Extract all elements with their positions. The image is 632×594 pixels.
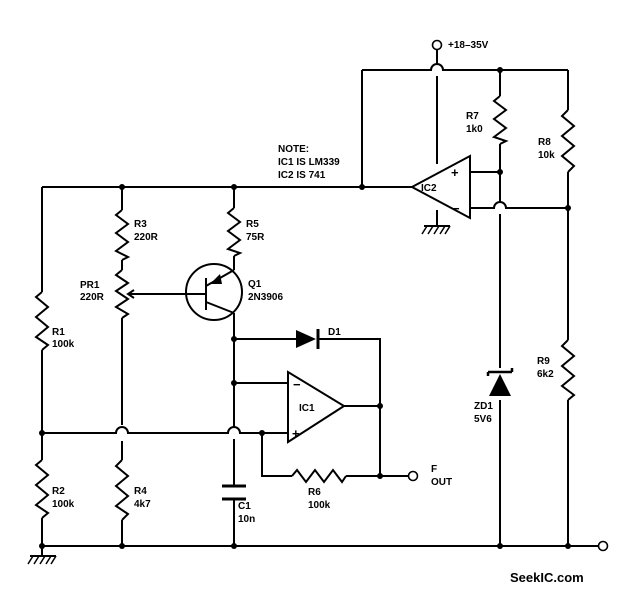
q1-name: Q1 — [248, 279, 262, 290]
r7-name: R7 — [466, 111, 479, 122]
resistor-r1-symbol — [34, 291, 50, 351]
zd1-name: ZD1 — [474, 401, 493, 412]
junction-dots — [39, 67, 571, 549]
output-label-out: OUT — [431, 477, 452, 488]
r2-name: R2 — [52, 486, 65, 497]
ic2-name: IC2 — [421, 183, 437, 194]
r5-value: 75R — [246, 232, 265, 243]
potentiometer-pr1-symbol — [114, 269, 135, 319]
pr1-value: 220R — [80, 292, 105, 303]
resistor-r7-symbol — [491, 95, 509, 145]
transistor-q1-symbol — [185, 263, 243, 321]
r6-value: 100k — [308, 500, 331, 511]
r8-value: 10k — [538, 150, 555, 161]
wires — [41, 50, 598, 547]
r6-name: R6 — [308, 487, 321, 498]
resistor-r5-symbol — [225, 207, 243, 257]
terminal-ground — [597, 540, 609, 552]
r9-value: 6k2 — [537, 369, 554, 380]
q1-value: 2N3906 — [248, 292, 283, 303]
r5-name: R5 — [246, 219, 259, 230]
resistor-r2-symbol — [34, 459, 50, 519]
ic1-name: IC1 — [299, 403, 315, 414]
resistor-r9-symbol — [560, 339, 576, 401]
opamp-ic2-symbol — [409, 154, 471, 220]
output-label-f: F — [431, 464, 437, 475]
resistor-r8-symbol — [560, 109, 576, 173]
ground-symbol-ic2 — [421, 225, 451, 235]
c1-name: C1 — [238, 501, 251, 512]
resistor-r6-symbol — [291, 468, 347, 484]
capacitor-c1-symbol — [222, 484, 246, 501]
r1-name: R1 — [52, 327, 65, 338]
r7-value: 1k0 — [466, 124, 483, 135]
pr1-name: PR1 — [80, 280, 100, 291]
note-line1: IC1 IS LM339 — [278, 157, 340, 168]
r4-name: R4 — [134, 486, 147, 497]
watermark: SeekIC.com — [510, 570, 584, 585]
r3-name: R3 — [134, 219, 147, 230]
r9-name: R9 — [537, 356, 550, 367]
supply-label: +18–35V — [448, 40, 489, 51]
note-title: NOTE: — [278, 144, 309, 155]
r3-value: 220R — [134, 232, 159, 243]
resistor-r3-symbol — [114, 209, 131, 261]
diode-d1-symbol — [296, 329, 320, 349]
ic2-plus-pin: + — [451, 165, 459, 180]
d1-name: D1 — [328, 327, 341, 338]
zd1-value: 5V6 — [474, 414, 492, 425]
ic1-minus-pin: − — [293, 377, 301, 392]
terminal-output — [407, 470, 419, 482]
c1-value: 10n — [238, 514, 255, 525]
resistor-r4-symbol — [114, 459, 130, 521]
r4-value: 4k7 — [134, 499, 151, 510]
ground-symbol-left — [27, 546, 57, 565]
r1-value: 100k — [52, 339, 75, 350]
terminal-supply — [431, 39, 443, 51]
ic1-plus-pin: + — [292, 426, 300, 441]
zener-zd1-symbol — [486, 368, 514, 396]
ic2-minus-pin: − — [452, 201, 460, 216]
note-line2: IC2 IS 741 — [278, 170, 326, 181]
r2-value: 100k — [52, 499, 75, 510]
r8-name: R8 — [538, 137, 551, 148]
comparator-ic1-symbol — [286, 370, 346, 444]
